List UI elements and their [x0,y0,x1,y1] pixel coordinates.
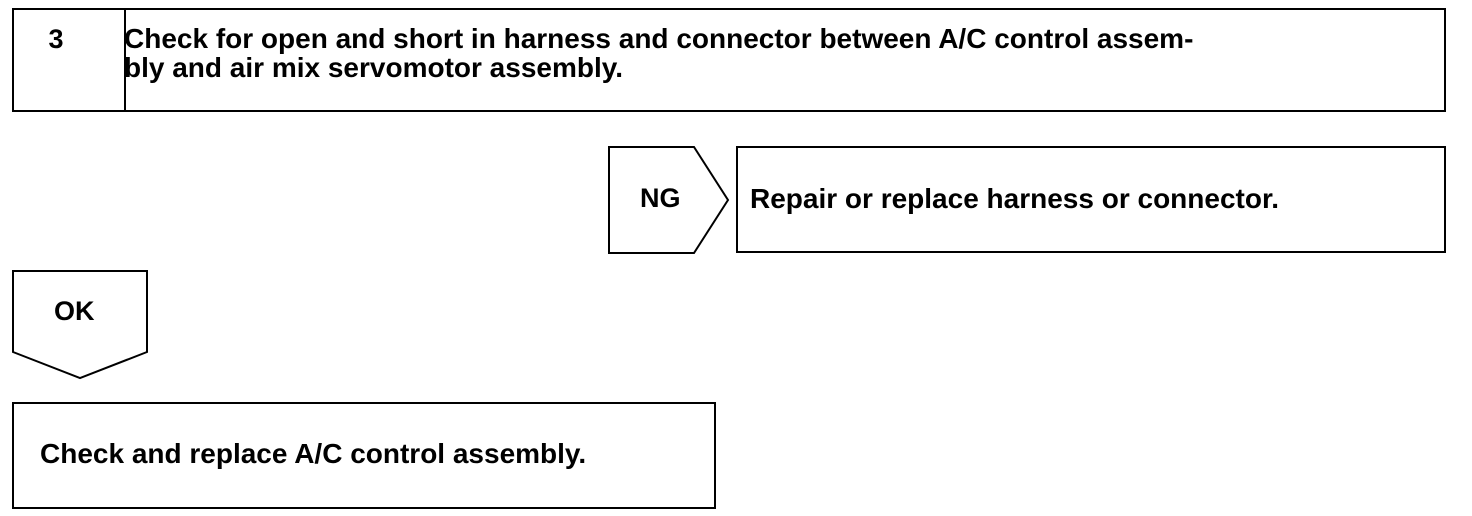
step-description: Check for open and short in harness and … [124,24,1414,82]
ng-label: NG [640,183,681,213]
ng-arrow-tag [608,146,730,254]
step-number-cell [14,10,126,110]
next-step-box [12,402,716,509]
step-description-line-2: bly and air mix servomotor assembly. [124,52,624,83]
ng-result-box [736,146,1446,253]
next-step-text: Check and replace A/C control assembly. [40,438,587,469]
ng-result-text: Repair or replace harness or connector. [750,183,1280,214]
ok-arrow-tag [12,270,148,380]
step-box [12,8,1446,112]
step-number: 3 [48,24,64,54]
ok-label: OK [54,296,95,326]
step-description-line-1: Check for open and short in harness and … [124,23,1194,54]
